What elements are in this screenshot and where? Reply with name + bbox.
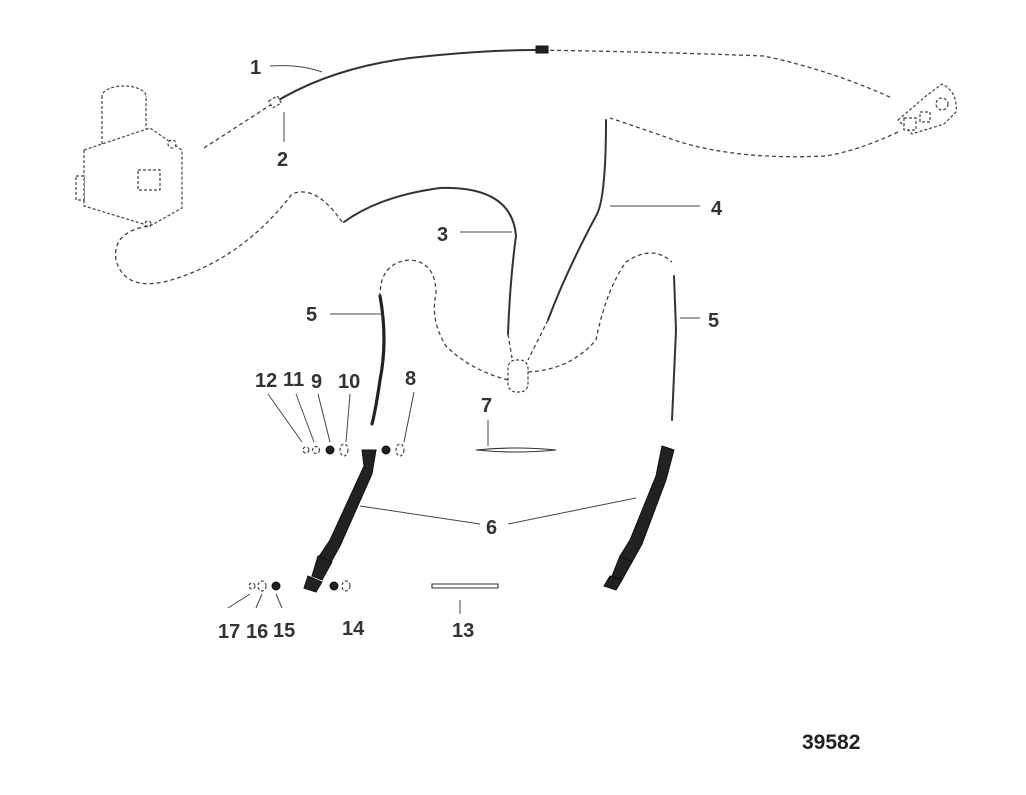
callout-6: 6 [486, 517, 497, 539]
callout-4: 4 [711, 198, 723, 220]
callout-14: 14 [342, 618, 365, 640]
callout-13: 13 [452, 620, 474, 642]
hose-5-left [370, 259, 509, 426]
callout-1: 1 [250, 57, 261, 79]
cylinder-fitting-right [897, 83, 957, 135]
small-parts-upper [302, 443, 405, 457]
pump-motor-assembly [75, 85, 183, 228]
figure-number: 39582 [802, 731, 860, 754]
small-parts-lower [248, 580, 351, 592]
callout-10: 10 [338, 371, 360, 393]
callout-7: 7 [481, 395, 492, 417]
cylinder-6-left [303, 449, 377, 593]
part-7-fitting [475, 447, 557, 453]
callout-12: 12 [255, 370, 277, 392]
part-13-pin [431, 583, 499, 589]
callout-11: 11 [283, 369, 304, 391]
hose-1 [203, 45, 893, 149]
hose-5-right [527, 252, 678, 421]
junction-fitting [507, 359, 529, 393]
callout-17: 17 [218, 621, 240, 643]
hose-3 [114, 186, 518, 359]
cylinder-6-right [603, 445, 675, 591]
callout-3: 3 [437, 224, 448, 246]
callout-16: 16 [246, 621, 268, 643]
callout-15: 15 [273, 620, 295, 642]
callout-5-left: 5 [306, 304, 317, 326]
callout-2: 2 [277, 149, 288, 171]
leader-lines [227, 65, 700, 614]
hose-4 [527, 117, 899, 361]
callout-9: 9 [311, 371, 322, 393]
callout-8: 8 [405, 368, 416, 390]
callout-5-right: 5 [708, 310, 719, 332]
